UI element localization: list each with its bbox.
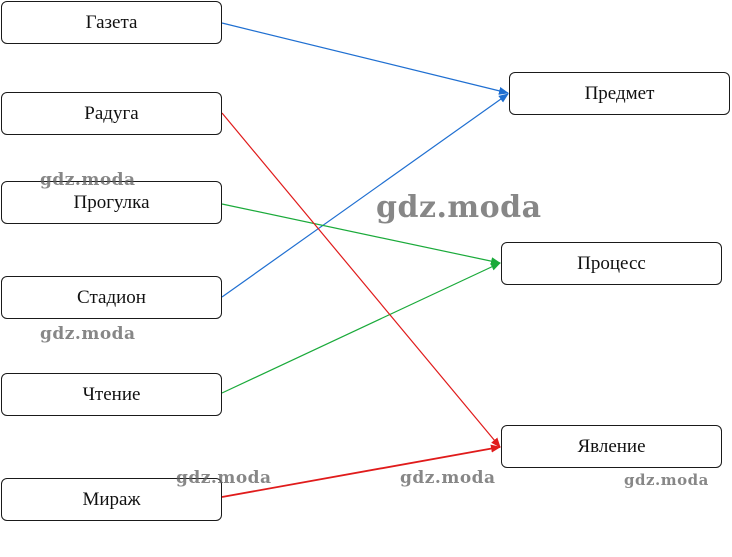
- watermark: gdz.moda: [400, 468, 496, 488]
- watermark: gdz.moda: [624, 471, 709, 489]
- left-box-stadion: Стадион: [1, 276, 222, 319]
- arrow-chtenie-process: [221, 262, 501, 394]
- arrow-gazeta-predmet: [221, 22, 509, 95]
- left-box-mirazh: Мираж: [1, 478, 222, 521]
- watermark: gdz.moda: [40, 170, 136, 190]
- right-box-yavlenie: Явление: [501, 425, 722, 468]
- left-box-progulka: Прогулка: [1, 181, 222, 224]
- left-box-raduga: Радуга: [1, 92, 222, 135]
- left-box-gazeta: Газета: [1, 1, 222, 44]
- arrow-mirazh-yavlenie: [221, 444, 501, 498]
- right-box-predmet: Предмет: [509, 72, 730, 115]
- right-box-process: Процесс: [501, 242, 722, 285]
- left-box-chtenie: Чтение: [1, 373, 222, 416]
- arrow-progulka-process: [221, 203, 501, 266]
- arrow-raduga-yavlenie: [221, 112, 501, 448]
- watermark: gdz.moda: [376, 190, 542, 225]
- arrow-stadion-predmet: [221, 93, 509, 298]
- watermark: gdz.moda: [176, 468, 272, 488]
- watermark: gdz.moda: [40, 324, 136, 344]
